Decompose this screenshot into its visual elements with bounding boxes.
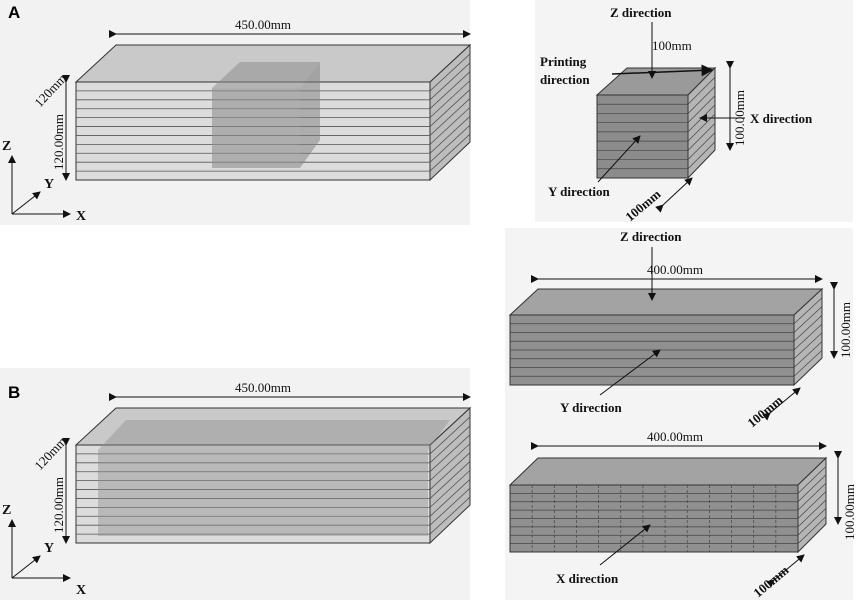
- panel-b-axis-x: X: [76, 583, 86, 598]
- layer-line: [793, 314, 823, 342]
- panel-a-axis-z: Z: [2, 139, 11, 154]
- cube-top-label: 100mm: [652, 38, 692, 53]
- cube-x-direction: X direction: [750, 111, 813, 126]
- beam-y-z-direction: Z direction: [620, 229, 682, 244]
- layer-line: [797, 482, 827, 511]
- layer-line: [429, 487, 471, 526]
- layer-line: [429, 425, 471, 464]
- panel-a-length-label: 450.00mm: [235, 17, 291, 32]
- layer-line: [429, 478, 471, 517]
- layer-line: [429, 115, 471, 154]
- layer-line: [687, 132, 716, 160]
- beam-y-specimen: [508, 287, 824, 387]
- layer-line: [687, 141, 716, 170]
- panel-a-letter: A: [8, 3, 20, 22]
- panel-b-height-label: 120.00mm: [51, 477, 66, 533]
- panel-a-height-label: 120.00mm: [51, 114, 66, 170]
- panel-b-axes: Z Y X: [2, 503, 86, 598]
- panel-b-length-label: 450.00mm: [235, 380, 291, 395]
- layer-line: [429, 107, 471, 145]
- panel-a-axis-y: Y: [44, 177, 54, 192]
- beam-x-specimen: [508, 456, 828, 554]
- layer-line: [687, 76, 716, 105]
- layer-line: [793, 297, 823, 325]
- layer-line: [429, 124, 471, 163]
- panel-b-letter: B: [8, 383, 20, 402]
- layer-line: [797, 507, 827, 536]
- cube-specimen: [595, 66, 717, 180]
- layer-line: [429, 452, 471, 490]
- beam-x-height-label: 100.00mm: [842, 484, 857, 540]
- layer-line: [429, 71, 471, 110]
- panel-a-beam: [74, 43, 472, 182]
- panel-a-axes: Z Y X: [2, 139, 86, 224]
- printing-direction-line1: Printing: [540, 54, 587, 69]
- layer-line: [429, 98, 471, 136]
- panel-b-core-specimen: [98, 450, 428, 536]
- layer-line: [797, 499, 827, 528]
- panel-a-core-specimen: [212, 88, 300, 168]
- layer-line: [687, 123, 716, 151]
- layer-line: [793, 349, 823, 377]
- layer-line: [429, 133, 471, 172]
- printing-direction-line2: direction: [540, 72, 590, 87]
- panel-b-beam: [74, 406, 472, 545]
- layer-line: [797, 516, 827, 544]
- layer-line: [429, 496, 471, 535]
- beam-x-x-direction: X direction: [556, 571, 619, 586]
- layer-line: [687, 95, 716, 123]
- layer-line: [793, 323, 823, 351]
- layer-line: [429, 443, 471, 481]
- layer-line: [793, 341, 823, 368]
- cube-y-direction: Y direction: [548, 184, 611, 199]
- panel-b-axis-z: Z: [2, 503, 11, 518]
- layer-line: [429, 62, 471, 101]
- cube-z-direction: Z direction: [610, 5, 672, 20]
- layer-line: [429, 416, 471, 455]
- panel-a-axis-x: X: [76, 209, 86, 224]
- beam-y-y-direction: Y direction: [560, 400, 623, 415]
- layer-line: [429, 434, 471, 473]
- layer-line: [793, 306, 823, 333]
- beam-x-length-label: 400.00mm: [647, 429, 703, 444]
- layer-line: [797, 491, 827, 519]
- layer-line: [429, 80, 471, 118]
- layer-line: [429, 89, 471, 127]
- layer-line: [687, 86, 716, 114]
- layer-line: [429, 461, 471, 499]
- layer-line: [429, 53, 471, 92]
- layer-line: [687, 113, 716, 142]
- beam-y-length-label: 400.00mm: [647, 262, 703, 277]
- beam-y-height-label: 100.00mm: [838, 302, 853, 358]
- layer-line: [797, 474, 827, 503]
- layer-line: [429, 470, 471, 508]
- layer-line: [793, 332, 823, 360]
- panel-b-axis-y: Y: [44, 541, 54, 556]
- layer-line: [797, 466, 827, 494]
